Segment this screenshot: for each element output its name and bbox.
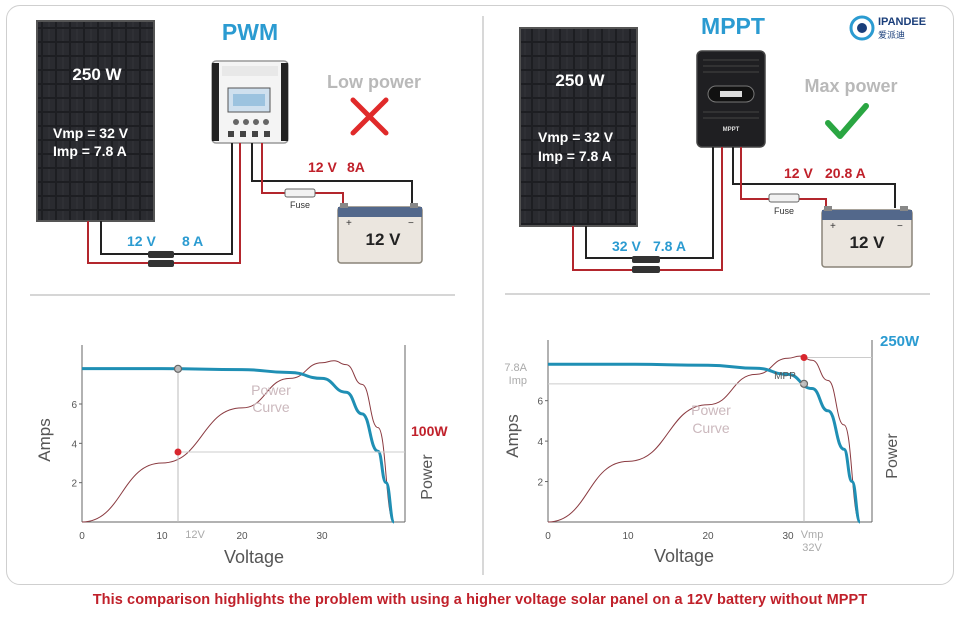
right-output-current: 20.8 A bbox=[825, 165, 866, 181]
right-solar-panel: 250 W Vmp = 32 V Imp = 7.8 A bbox=[519, 27, 638, 227]
right-curve-label-1: Power bbox=[691, 402, 731, 418]
left-status: Low power bbox=[327, 72, 421, 92]
left-output-voltage: 12 V bbox=[308, 159, 337, 175]
check-icon bbox=[825, 103, 869, 139]
chartR-xtick-label: 10 bbox=[622, 531, 634, 542]
right-panel-imp: Imp = 7.8 A bbox=[538, 148, 612, 164]
chartR-power-point bbox=[800, 354, 808, 362]
right-imp-label-2: Imp bbox=[509, 375, 527, 387]
right-mpp-label: MPP bbox=[774, 371, 796, 382]
chartL-ytick-label: 2 bbox=[71, 479, 77, 490]
right-ylabel: Amps bbox=[503, 414, 522, 457]
chartL-power-point bbox=[174, 448, 182, 456]
chartR-xtick-label: 0 bbox=[545, 531, 551, 542]
right-curve-label-2: Curve bbox=[692, 420, 730, 436]
right-output-voltage: 12 V bbox=[784, 165, 813, 181]
right-power-curve bbox=[547, 355, 861, 523]
left-iv-curve bbox=[81, 367, 396, 524]
left-power-curve bbox=[81, 360, 395, 523]
left-panel-imp: Imp = 7.8 A bbox=[53, 143, 127, 159]
left-input-current: 8 A bbox=[182, 233, 203, 249]
chartL-xtick-label: 10 bbox=[156, 531, 168, 542]
svg-text:−: − bbox=[897, 221, 903, 232]
cross-icon bbox=[350, 97, 389, 136]
left-ylabel: Amps bbox=[35, 418, 54, 461]
right-battery: + − 12 V bbox=[821, 206, 913, 268]
footer-caption: This comparison highlights the problem w… bbox=[92, 592, 868, 608]
left-fuse-label: Fuse bbox=[290, 200, 310, 210]
svg-text:+: + bbox=[346, 218, 352, 229]
right-vmp-label-2: 32V bbox=[802, 542, 822, 554]
chartL-iv-point bbox=[173, 364, 183, 373]
right-input-current: 7.8 A bbox=[653, 238, 686, 254]
left-battery-label: 12 V bbox=[366, 230, 402, 249]
left-xlabel: Voltage bbox=[224, 547, 284, 567]
right-vmp-label-1: Vmp bbox=[801, 529, 824, 541]
left-op-label: 12V bbox=[185, 529, 205, 541]
right-fuse-label: Fuse bbox=[774, 206, 794, 216]
right-iv-curve bbox=[548, 362, 862, 524]
right-iv-chart: 0 10 20 30 2 4 6 Amps Voltage Power Power Curv… bbox=[503, 333, 920, 566]
left-fuse bbox=[284, 188, 316, 198]
left-solar-panel: 250 W Vmp = 32 V Imp = 7.8 A bbox=[36, 20, 155, 222]
chartR-ytick-label: 6 bbox=[537, 397, 543, 408]
chartR-ytick-label: 4 bbox=[537, 437, 543, 448]
right-panel-watts: 250 W bbox=[555, 71, 605, 90]
right-power-value: 250W bbox=[880, 333, 920, 350]
left-output-current: 8A bbox=[347, 159, 365, 175]
brand-name: IPANDEE bbox=[878, 16, 926, 28]
svg-text:−: − bbox=[408, 218, 414, 229]
chartR-xtick-label: 20 bbox=[702, 531, 714, 542]
right-panel-vmp: Vmp = 32 V bbox=[538, 129, 614, 145]
left-y2label: Power bbox=[419, 454, 436, 500]
right-fuse bbox=[768, 193, 800, 203]
left-panel-watts: 250 W bbox=[72, 65, 122, 84]
left-power-value: 100W bbox=[411, 423, 448, 439]
left-input-voltage: 12 V bbox=[127, 233, 156, 249]
chartL-ytick-label: 4 bbox=[71, 439, 77, 450]
mppt-controller: MPPT bbox=[696, 50, 766, 148]
right-title: MPPT bbox=[701, 13, 765, 39]
left-battery: + − 12 V bbox=[337, 203, 423, 264]
chartL-xtick-label: 0 bbox=[79, 531, 85, 542]
right-input-voltage: 32 V bbox=[612, 238, 641, 254]
right-xlabel: Voltage bbox=[654, 546, 714, 566]
left-curve-label-1: Power bbox=[251, 382, 291, 398]
left-curve-label-2: Curve bbox=[252, 399, 290, 415]
chartL-ytick-label: 6 bbox=[71, 400, 77, 411]
pwm-controller bbox=[211, 60, 289, 144]
brand-sub: 爱派迪 bbox=[878, 29, 905, 40]
left-panel-vmp: Vmp = 32 V bbox=[53, 125, 129, 141]
svg-text:+: + bbox=[830, 221, 836, 232]
chartR-xtick-label: 30 bbox=[782, 531, 794, 542]
mppt-controller-label: MPPT bbox=[723, 127, 740, 133]
left-iv-chart: 0 10 20 30 2 4 6 Amps Voltage Power Power Curv… bbox=[35, 345, 448, 567]
right-status: Max power bbox=[804, 76, 897, 96]
right-imp-label-1: 7.8A bbox=[504, 362, 527, 374]
right-battery-label: 12 V bbox=[850, 233, 886, 252]
brand-logo: IPANDEE 爱派迪 bbox=[849, 15, 926, 41]
left-title: PWM bbox=[222, 19, 278, 45]
chartR-ytick-label: 2 bbox=[537, 478, 543, 489]
chartL-xtick-label: 30 bbox=[316, 531, 328, 542]
chartL-xtick-label: 20 bbox=[236, 531, 248, 542]
right-y2label: Power bbox=[884, 433, 901, 479]
